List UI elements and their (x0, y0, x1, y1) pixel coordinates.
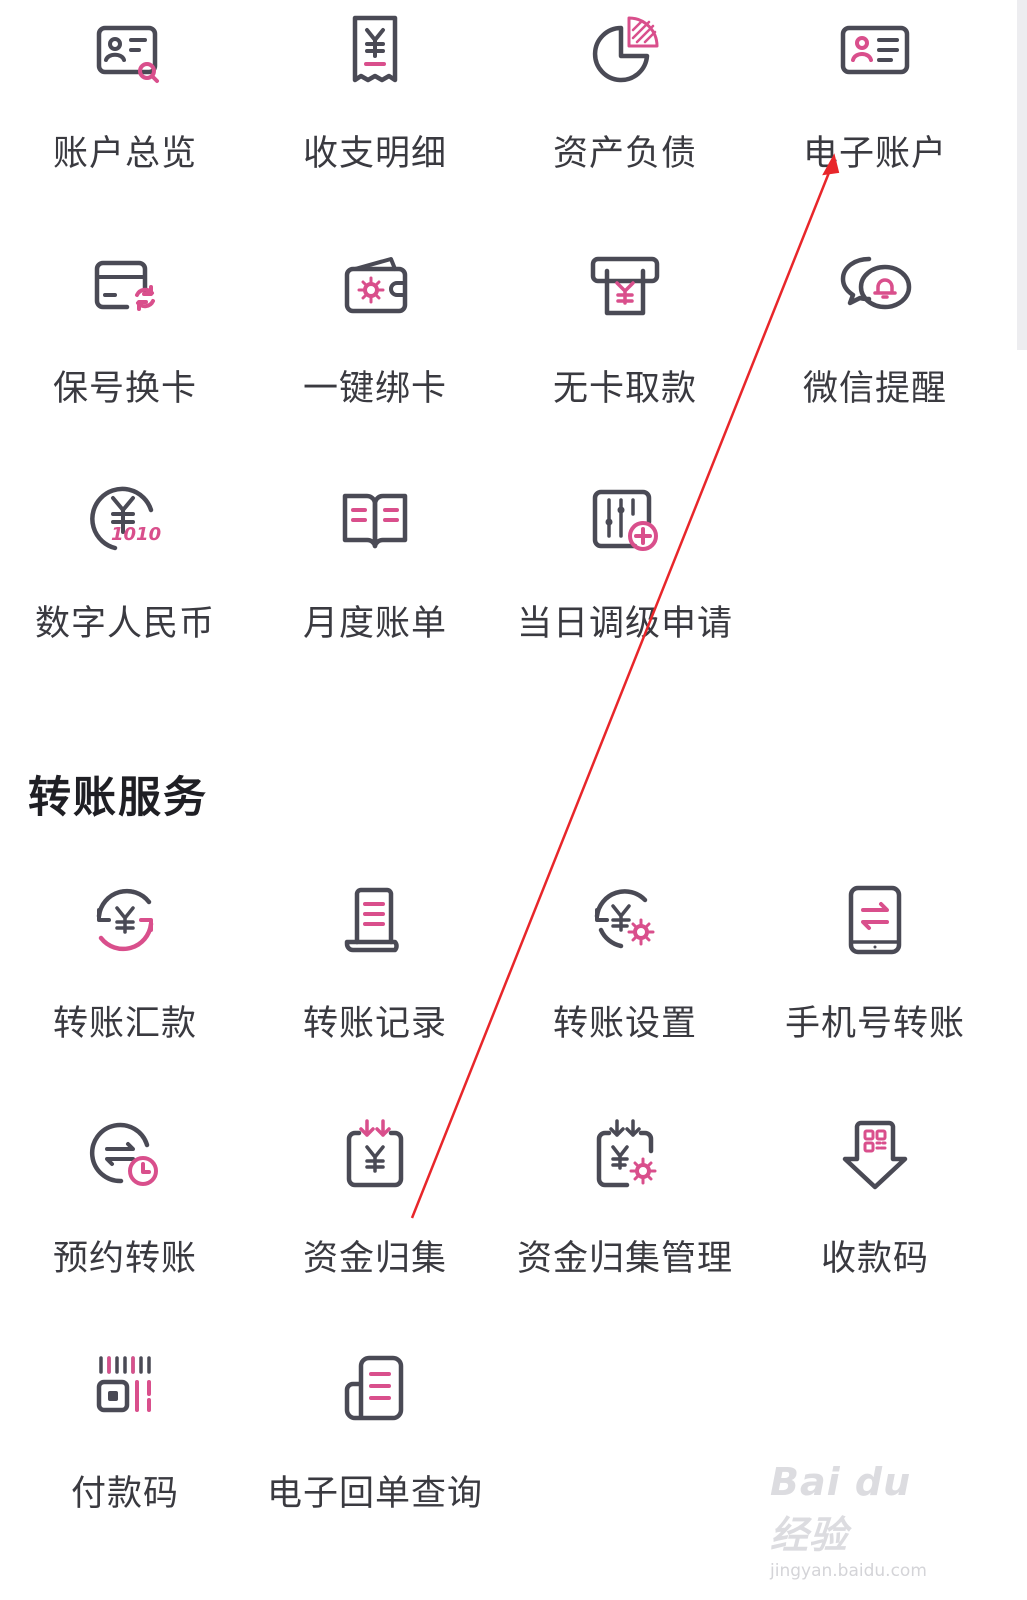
tile-label: 无卡取款 (552, 369, 697, 409)
tile-pay-code[interactable]: 付款码 (0, 1340, 250, 1575)
tile-label: 收支明细 (302, 134, 447, 174)
tile-digital-rmb[interactable]: 1010 数字人民币 (0, 470, 250, 705)
scroll-list-icon (335, 880, 415, 960)
tile-label: 账户总览 (52, 134, 197, 174)
id-card-icon (835, 10, 915, 90)
tile-label: 资金归集 (302, 1239, 447, 1279)
tile-label: 保号换卡 (52, 369, 197, 409)
digital-rmb-icon: 1010 (85, 480, 165, 560)
tile-label: 转账汇款 (52, 1004, 197, 1044)
tile-monthly-bill[interactable]: 月度账单 (250, 470, 500, 705)
receipt-icon (335, 10, 415, 90)
card-swap-icon (85, 245, 165, 325)
e-receipt-icon (335, 1350, 415, 1430)
watermark: Bai du 经验 jingyan.baidu.com (770, 1460, 960, 1581)
scheduled-transfer-icon (85, 1115, 165, 1195)
svg-text:1010: 1010 (111, 524, 161, 545)
tile-label: 收款码 (820, 1239, 929, 1279)
tile-label: 电子回单查询 (266, 1474, 483, 1514)
tile-label: 转账设置 (552, 1004, 697, 1044)
account-services-grid: 账户总览 收支明细 资产负债 (0, 0, 1000, 705)
tile-keep-number-card[interactable]: 保号换卡 (0, 235, 250, 470)
tile-label: 月度账单 (302, 604, 447, 644)
tile-label: 预约转账 (52, 1239, 197, 1279)
account-overview-icon (85, 10, 165, 90)
scrollbar[interactable] (1017, 0, 1027, 350)
tile-income-expense[interactable]: 收支明细 (250, 0, 500, 235)
transfer-cycle-icon (85, 880, 165, 960)
tile-e-receipt-query[interactable]: 电子回单查询 (250, 1340, 500, 1575)
transfer-gear-icon (585, 880, 665, 960)
tile-one-click-bind[interactable]: 一键绑卡 (250, 235, 500, 470)
tile-receive-code[interactable]: 收款码 (750, 1105, 1000, 1340)
tile-same-day-adjust[interactable]: 当日调级申请 (500, 470, 750, 705)
tile-account-overview[interactable]: 账户总览 (0, 0, 250, 235)
tile-label: 转账记录 (302, 1004, 447, 1044)
receive-qr-icon (835, 1115, 915, 1195)
wechat-bell-icon (835, 245, 915, 325)
watermark-logo: Bai du 经验 (770, 1460, 912, 1557)
tile-cardless-withdraw[interactable]: 无卡取款 (500, 235, 750, 470)
wallet-icon (335, 245, 415, 325)
tile-label: 付款码 (70, 1474, 179, 1514)
tile-transfer-records[interactable]: 转账记录 (250, 870, 500, 1105)
book-icon (335, 480, 415, 560)
tile-label: 当日调级申请 (516, 604, 733, 644)
phone-transfer-icon (835, 880, 915, 960)
tile-label: 手机号转账 (784, 1004, 965, 1044)
pay-barcode-icon (85, 1350, 165, 1430)
fund-collect-gear-icon (585, 1115, 665, 1195)
tile-label: 资产负债 (552, 134, 697, 174)
watermark-url: jingyan.baidu.com (770, 1561, 927, 1581)
fund-collect-icon (335, 1115, 415, 1195)
tile-assets-liabilities[interactable]: 资产负债 (500, 0, 750, 235)
tile-transfer-remit[interactable]: 转账汇款 (0, 870, 250, 1105)
atm-icon (585, 245, 665, 325)
tile-wechat-reminder[interactable]: 微信提醒 (750, 235, 1000, 470)
tile-label: 电子账户 (802, 134, 947, 174)
pie-chart-icon (585, 10, 665, 90)
tile-phone-transfer[interactable]: 手机号转账 (750, 870, 1000, 1105)
tile-scheduled-transfer[interactable]: 预约转账 (0, 1105, 250, 1340)
tile-fund-collection-mgmt[interactable]: 资金归集管理 (500, 1105, 750, 1340)
adjust-plus-icon (585, 480, 665, 560)
tile-label: 微信提醒 (802, 369, 947, 409)
tile-label: 资金归集管理 (516, 1239, 733, 1279)
tile-fund-collection[interactable]: 资金归集 (250, 1105, 500, 1340)
section-title-transfer: 转账服务 (28, 773, 208, 823)
tile-label: 一键绑卡 (302, 369, 447, 409)
tile-label: 数字人民币 (34, 604, 215, 644)
tile-e-account[interactable]: 电子账户 (750, 0, 1000, 235)
tile-transfer-settings[interactable]: 转账设置 (500, 870, 750, 1105)
